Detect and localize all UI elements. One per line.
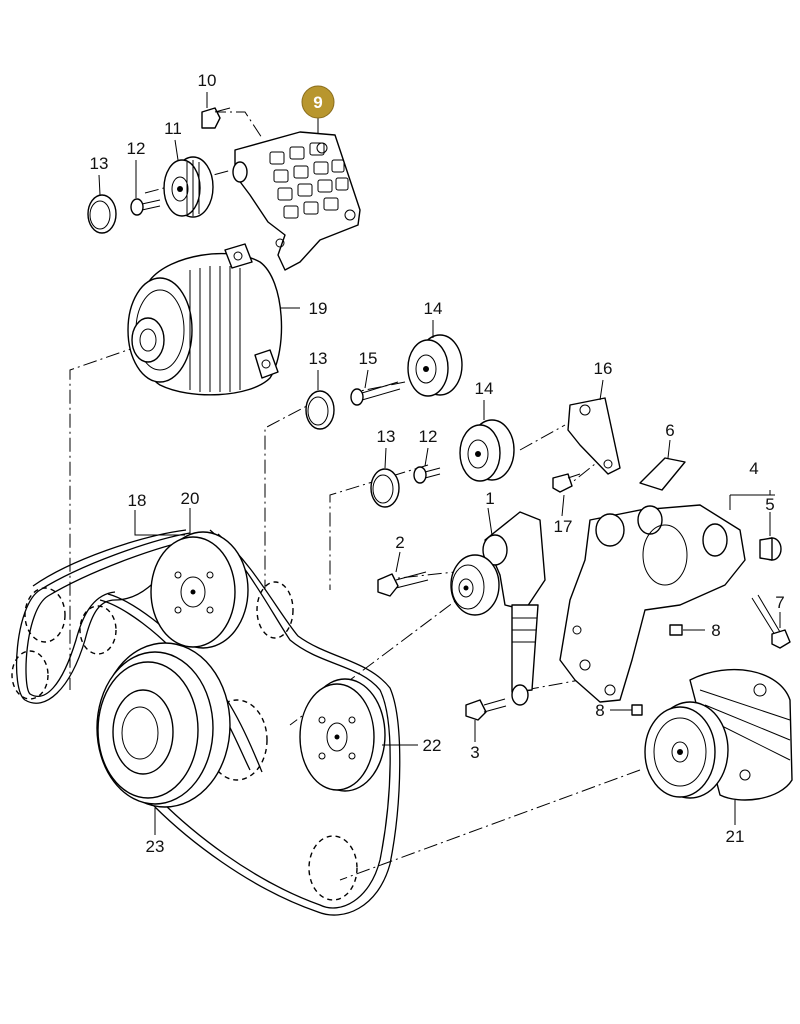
callout-label-2[interactable]: 2: [395, 533, 404, 552]
highlight-badge-9[interactable]: 9: [301, 85, 335, 119]
engine-bracket: [559, 504, 746, 703]
callout-label-19[interactable]: 19: [309, 299, 328, 318]
pulley-22: [299, 678, 386, 792]
callout-label-13-mid[interactable]: 13: [309, 349, 328, 368]
callout-label-18[interactable]: 18: [128, 491, 147, 510]
bolt-15: [350, 381, 401, 406]
callout-label-13-top[interactable]: 13: [90, 154, 109, 173]
gasket-6: [639, 457, 686, 491]
cap-13-top: [87, 194, 117, 234]
tensioner-1: [450, 511, 546, 706]
cap-13-mid: [305, 390, 335, 430]
bolt-12-top: [130, 198, 161, 216]
bolt-17: [552, 473, 581, 493]
crankshaft-damper-23: [96, 642, 231, 808]
idler-pulley-14-lower: [459, 419, 515, 482]
sleeve-8-lower: [631, 704, 643, 716]
callout-label-8-lower[interactable]: 8: [595, 701, 604, 720]
bolt-3: [465, 698, 507, 721]
belt-18: [11, 529, 197, 704]
callout-label-20[interactable]: 20: [181, 489, 200, 508]
callout-label-23[interactable]: 23: [146, 837, 165, 856]
callout-label-1[interactable]: 1: [485, 489, 494, 508]
leader-lines: [98, 92, 781, 835]
bracket-9: [232, 131, 361, 271]
callout-label-9: 9: [313, 93, 322, 112]
ac-compressor-21: [644, 668, 793, 801]
bolt-10: [201, 107, 231, 129]
cap-13-lower: [370, 468, 400, 508]
callout-label-14-upper[interactable]: 14: [424, 299, 443, 318]
callout-label-16[interactable]: 16: [594, 359, 613, 378]
idler-pulley-14-upper: [407, 334, 463, 397]
callout-label-17[interactable]: 17: [554, 517, 573, 536]
callout-label-21[interactable]: 21: [726, 827, 745, 846]
callout-label-3[interactable]: 3: [470, 743, 479, 762]
pulley-20: [150, 531, 249, 649]
idler-pulley-11: [163, 156, 214, 218]
callout-label-15[interactable]: 15: [359, 349, 378, 368]
callout-label-4[interactable]: 4: [749, 459, 758, 478]
callout-label-6[interactable]: 6: [665, 421, 674, 440]
alternator-19: [127, 243, 283, 396]
callout-label-13-lower[interactable]: 13: [377, 427, 396, 446]
sleeve-8-upper: [669, 624, 683, 636]
callout-labels: 10 11 12 13 19 14 15 13 16 14 12 13 6 4 …: [90, 71, 785, 856]
callout-label-14-lower[interactable]: 14: [475, 379, 494, 398]
bushing-5: [759, 537, 782, 561]
callout-label-7[interactable]: 7: [775, 593, 784, 612]
bolt-7: [751, 594, 791, 649]
callout-label-12-top[interactable]: 12: [127, 139, 146, 158]
callout-label-5[interactable]: 5: [765, 495, 774, 514]
callout-label-22[interactable]: 22: [423, 736, 442, 755]
bolt-12-lower: [413, 466, 441, 484]
callout-label-10[interactable]: 10: [198, 71, 217, 90]
bracket-16: [567, 397, 621, 475]
callout-label-12-lower[interactable]: 12: [419, 427, 438, 446]
callout-label-8-upper[interactable]: 8: [711, 621, 720, 640]
bolt-2: [377, 571, 429, 597]
callout-label-11[interactable]: 11: [164, 119, 182, 138]
